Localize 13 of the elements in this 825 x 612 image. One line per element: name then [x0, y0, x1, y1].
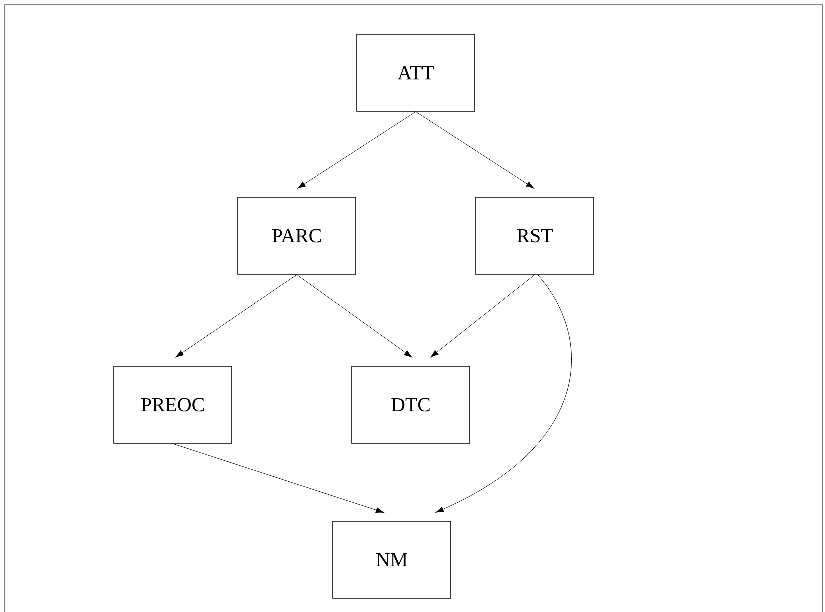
process-box: DTC — [352, 366, 470, 444]
arrow — [298, 112, 416, 189]
process-box: PARC — [238, 197, 356, 275]
arrow — [172, 444, 384, 514]
process-box: ATT — [356, 34, 476, 112]
process-box: NM — [332, 521, 452, 599]
process-box: PREOC — [114, 366, 232, 444]
arrow — [416, 112, 534, 189]
arrow — [430, 274, 536, 358]
arrow — [296, 274, 412, 358]
process-box: RST — [476, 197, 594, 275]
arrow — [436, 274, 572, 513]
arrow — [176, 274, 298, 358]
